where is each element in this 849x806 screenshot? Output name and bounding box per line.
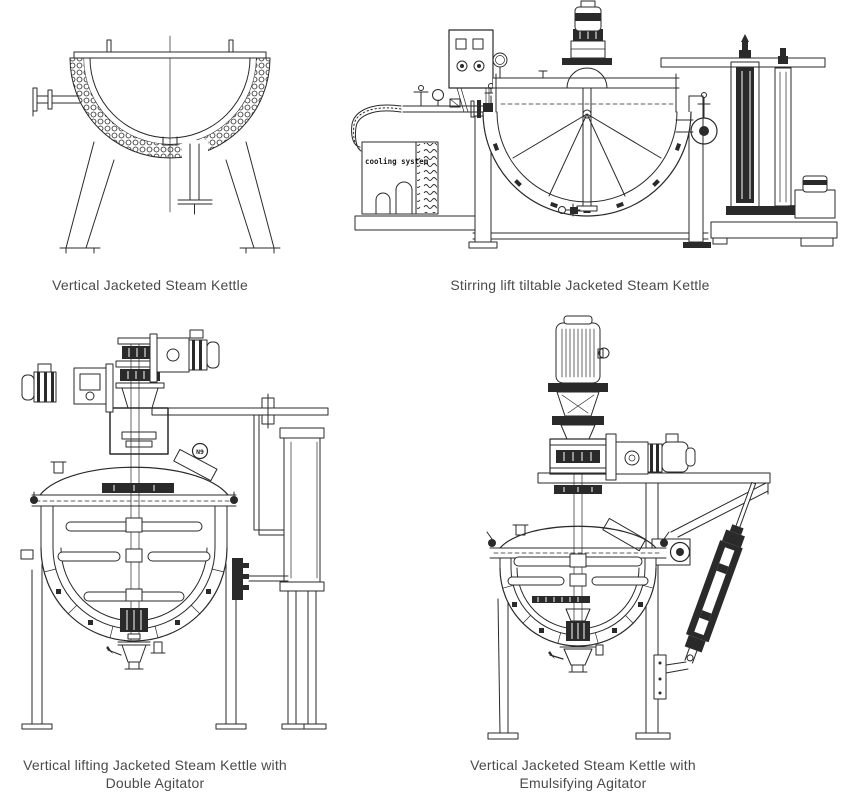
caption-vertical-jacketed: Vertical Jacketed Steam Kettle (0, 276, 300, 294)
caption-emulsifying-agitator: Vertical Jacketed Steam Kettle with Emul… (428, 756, 738, 792)
caption-line: Stirring lift tiltable Jacketed Steam Ke… (450, 277, 710, 293)
emulsifying-agitator-drawing (486, 315, 771, 740)
caption-line: Vertical lifting Jacketed Steam Kettle w… (23, 757, 287, 773)
caption-line: Vertical Jacketed Steam Kettle with (470, 757, 696, 773)
caption-lifting-double-agitator: Vertical lifting Jacketed Steam Kettle w… (0, 756, 310, 792)
vertical-lifting-double-agitator-drawing: N9 (20, 329, 329, 730)
cooling-system-label: cooling system (365, 157, 429, 166)
caption-stirring-lift-tiltable: Stirring lift tiltable Jacketed Steam Ke… (425, 276, 735, 294)
caption-line: Vertical Jacketed Steam Kettle (52, 277, 248, 293)
caption-line: Emulsifying Agitator (519, 775, 647, 791)
caption-line: Double Agitator (105, 775, 205, 791)
nozzle-tag-label: N9 (196, 448, 204, 456)
stirring-lift-tiltable-drawing: cooling system (351, 0, 838, 249)
vertical-jacketed-steam-kettle-drawing (32, 35, 281, 254)
